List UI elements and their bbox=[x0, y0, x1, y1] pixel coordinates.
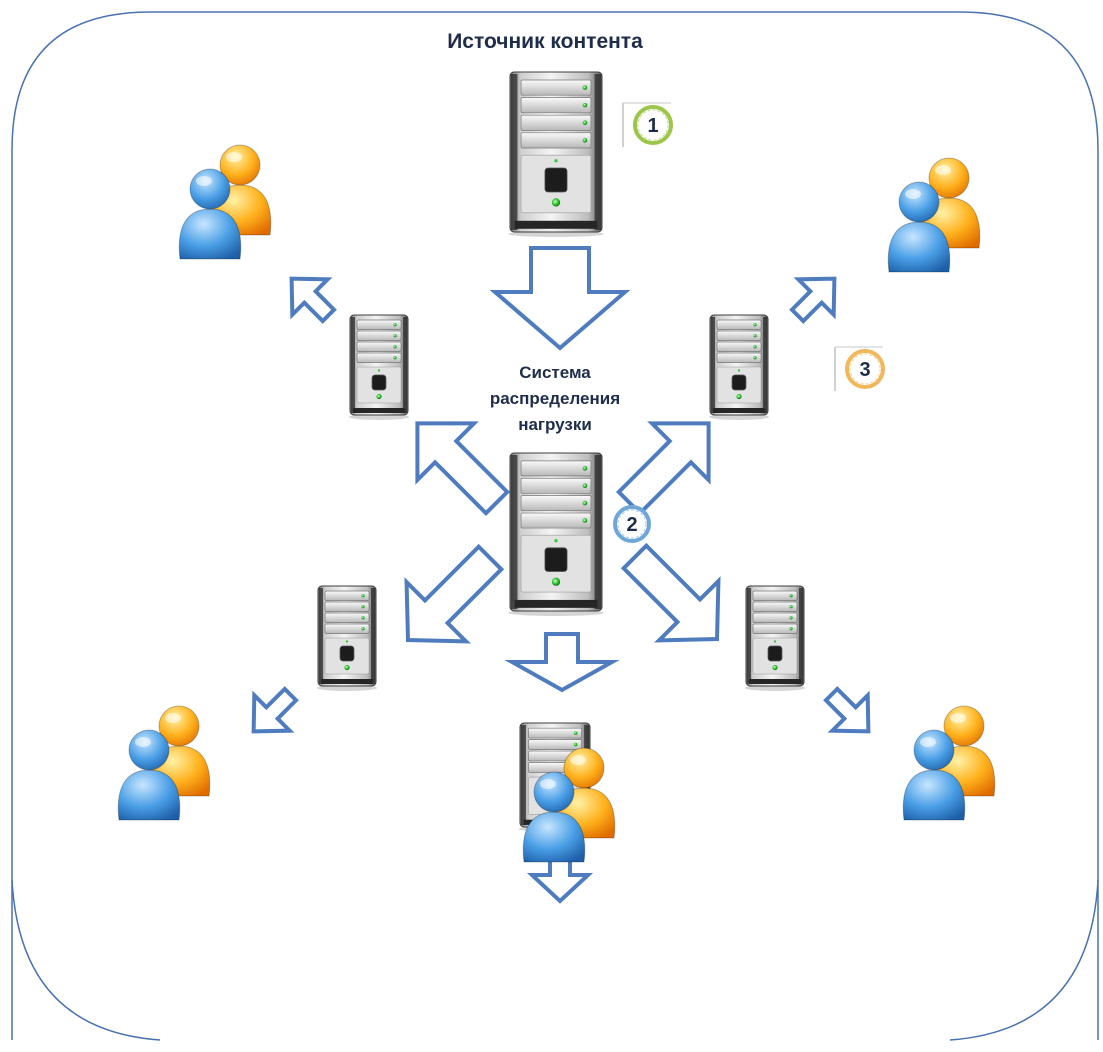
users-bottom bbox=[522, 747, 616, 863]
badge-3: 3 bbox=[834, 346, 885, 391]
badge-3-label: 3 bbox=[859, 359, 870, 381]
badge-1-label: 1 bbox=[647, 115, 658, 137]
outer-frame-bottom-left bbox=[11, 879, 161, 1041]
edge-server-bottom-left bbox=[316, 585, 378, 691]
arrow-edge-to-user-br bbox=[823, 686, 871, 734]
load-balancer-label-line-1: Система bbox=[519, 363, 591, 382]
arrow-edge-to-user-bl bbox=[251, 686, 299, 734]
source-server bbox=[508, 71, 604, 237]
load-balancer-label-line-3: нагрузки bbox=[518, 415, 592, 434]
users-top-left bbox=[178, 144, 272, 260]
arrow-balancer-to-edge-br bbox=[620, 542, 721, 643]
arrow-balancer-to-bottom bbox=[504, 632, 620, 693]
load-balancer-label: Система распределения нагрузки bbox=[455, 360, 655, 438]
arrow-edge-to-user-tl bbox=[289, 276, 337, 324]
users-bottom-left bbox=[117, 705, 211, 821]
badge-2: 2 bbox=[613, 505, 651, 543]
users-top-right bbox=[887, 157, 981, 273]
badge-2-label: 2 bbox=[626, 514, 637, 536]
arrow-source-to-balancer bbox=[489, 246, 631, 351]
outer-frame bbox=[11, 11, 1099, 1040]
content-source-title: Источник контента bbox=[447, 30, 643, 53]
arrow-edge-to-user-tr bbox=[789, 276, 837, 324]
users-bottom-right bbox=[902, 705, 996, 821]
arrow-balancer-to-edge-bl bbox=[404, 543, 505, 644]
badge-1: 1 bbox=[622, 102, 673, 147]
arrow-balancer-to-edge-tl bbox=[415, 421, 511, 517]
load-balancer-server bbox=[508, 452, 604, 616]
outer-frame-bottom-right bbox=[949, 879, 1099, 1041]
edge-server-bottom-right bbox=[744, 585, 806, 691]
edge-server-top-right bbox=[708, 314, 770, 420]
edge-server-top-left bbox=[348, 314, 410, 420]
load-balancer-label-line-2: распределения bbox=[489, 389, 621, 408]
arrow-balancer-to-edge-tr bbox=[615, 421, 711, 517]
